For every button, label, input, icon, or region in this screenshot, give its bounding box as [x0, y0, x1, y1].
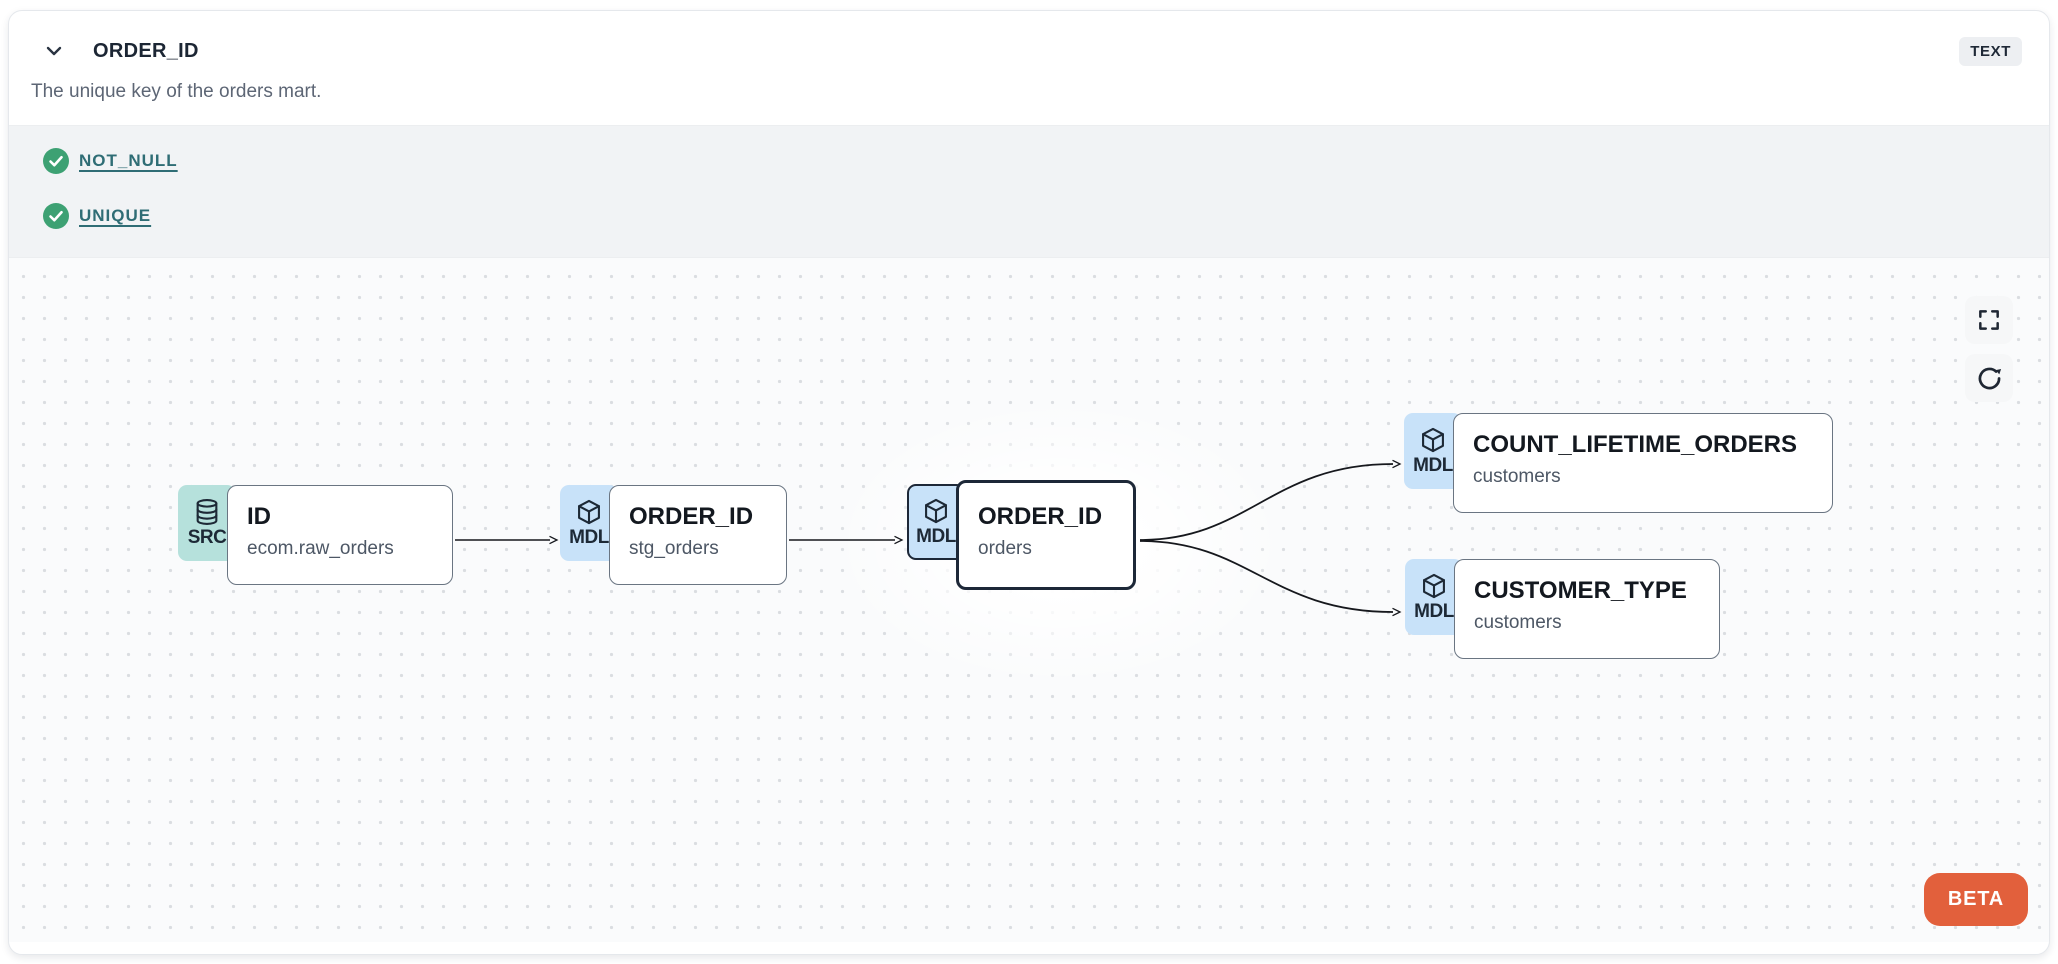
node-badge-label: SRC [187, 526, 227, 548]
header: ORDER_ID TEXT [9, 11, 2049, 67]
node-subtitle: ecom.raw_orders [247, 538, 394, 559]
model-cube-icon [578, 499, 600, 524]
model-cube-icon [1422, 427, 1444, 452]
tests-section: NOT_NULL UNIQUE [9, 125, 2049, 258]
node-title: ORDER_ID [629, 503, 754, 530]
refresh-button[interactable] [1965, 354, 2013, 402]
rotate-cw-icon [1978, 367, 2001, 389]
column-description: The unique key of the orders mart. [31, 81, 322, 102]
node-title: CUSTOMER_TYPE [1474, 577, 1687, 604]
lineage-node-orders-selected[interactable]: MDL ORDER_ID orders [907, 480, 1136, 590]
chevron-down-icon [46, 46, 62, 56]
test-row: UNIQUE [43, 202, 2049, 229]
node-card: ORDER_ID stg_orders [609, 485, 787, 585]
database-icon [196, 498, 218, 525]
node-type-badge-mdl: MDL [1405, 559, 1463, 635]
column-details-panel: ORDER_ID TEXT The unique key of the orde… [8, 10, 2050, 955]
check-circle-icon [43, 202, 69, 229]
node-subtitle: customers [1474, 612, 1562, 633]
maximize-icon [1979, 310, 1999, 330]
edge-orders-to-count [1139, 459, 1402, 541]
lineage-node-source-id[interactable]: SRC ID ecom.raw_orders [178, 485, 453, 585]
node-type-badge-src: SRC [178, 485, 236, 561]
lineage-node-customer-type[interactable]: MDL CUSTOMER_TYPE customers [1405, 559, 1720, 659]
check-circle-icon [43, 147, 69, 174]
node-title: COUNT_LIFETIME_ORDERS [1473, 431, 1798, 458]
beta-badge: BETA [1923, 873, 2028, 926]
collapse-column-button[interactable] [39, 36, 69, 66]
lineage-node-count-lifetime-orders[interactable]: MDL COUNT_LIFETIME_ORDERS customers [1404, 413, 1833, 513]
node-badge-label: MDL [1414, 600, 1454, 622]
fullscreen-button[interactable] [1965, 296, 2013, 344]
lineage-node-stg-orders[interactable]: MDL ORDER_ID stg_orders [560, 485, 787, 585]
canvas-controls [1965, 296, 2013, 402]
lineage-canvas[interactable]: SRC ID ecom.raw_orders MDL ORDER_ID stg_… [9, 258, 2049, 942]
node-card: COUNT_LIFETIME_ORDERS customers [1453, 413, 1833, 513]
lineage-edges [455, 459, 1402, 617]
node-card: ID ecom.raw_orders [227, 485, 453, 585]
node-title: ID [247, 503, 271, 530]
model-cube-icon [925, 498, 947, 523]
node-type-badge-mdl: MDL [1404, 413, 1462, 489]
test-link-not-null[interactable]: NOT_NULL [79, 150, 178, 170]
test-row: NOT_NULL [43, 147, 2049, 174]
node-subtitle: customers [1473, 466, 1561, 487]
column-name-title: ORDER_ID [93, 39, 199, 62]
edge-orders-to-ctype [1139, 540, 1402, 617]
node-badge-label: MDL [916, 525, 956, 547]
node-subtitle: orders [978, 538, 1032, 559]
node-card: CUSTOMER_TYPE customers [1454, 559, 1720, 659]
model-cube-icon [1423, 573, 1445, 598]
column-type-badge: TEXT [1959, 36, 2022, 66]
node-badge-label: MDL [569, 526, 609, 548]
node-type-badge-mdl: MDL [560, 485, 618, 561]
test-link-unique[interactable]: UNIQUE [79, 205, 152, 225]
node-title: ORDER_ID [978, 503, 1103, 530]
node-badge-label: MDL [1413, 454, 1453, 476]
node-card: ORDER_ID orders [956, 480, 1136, 590]
node-subtitle: stg_orders [629, 538, 719, 559]
